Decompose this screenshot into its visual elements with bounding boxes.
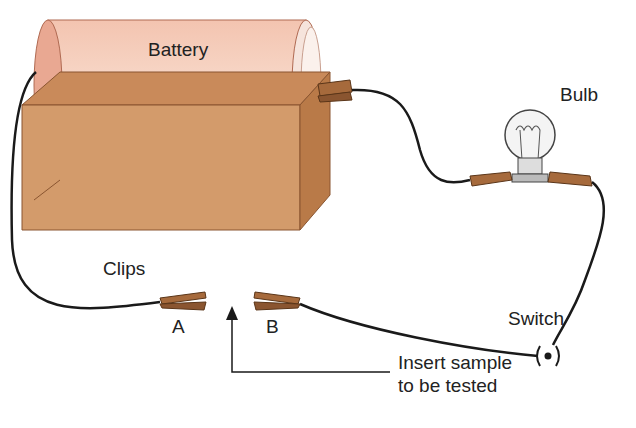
part-label: Battery <box>148 39 208 61</box>
switch-symbol <box>537 346 559 366</box>
battery-box <box>22 72 330 230</box>
part-label: Clips <box>103 258 145 281</box>
wires <box>12 72 604 356</box>
crocodile-clip <box>318 80 352 102</box>
bulb-symbol <box>470 110 592 186</box>
part-label: A <box>172 316 185 339</box>
part-label: Switch <box>508 308 564 331</box>
crocodile-clip <box>160 292 206 310</box>
battery-body: Battery <box>148 39 208 61</box>
note-text: Insert sample to be tested <box>398 352 533 398</box>
crocodile-clip <box>254 292 300 310</box>
pointer-arrow <box>226 306 390 372</box>
part-label: B <box>266 316 279 339</box>
part-label: Bulb <box>560 84 598 107</box>
